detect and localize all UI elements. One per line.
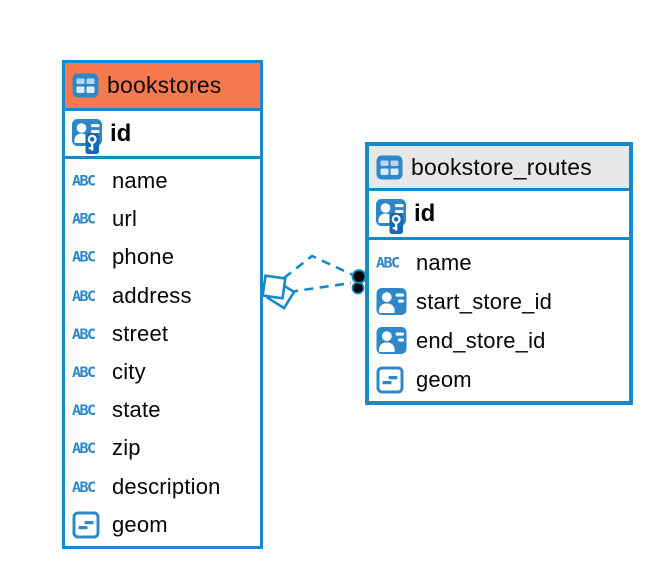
column-row[interactable]: ABC city: [65, 352, 260, 392]
primary-key-icon: [375, 198, 409, 236]
primary-key-icon: [71, 118, 105, 156]
diamond-marker-front: [261, 274, 287, 300]
foreign-key-icon: [376, 326, 411, 356]
column-label: id: [110, 119, 132, 147]
table-header-bookstores[interactable]: bookstores: [65, 63, 260, 111]
text-type-icon: ABC: [72, 325, 96, 343]
table-title: bookstores: [107, 72, 222, 98]
column-row[interactable]: ABC name: [65, 162, 260, 201]
text-type-icon: ABC: [72, 478, 96, 496]
column-row-pk[interactable]: id: [369, 191, 629, 240]
column-row-pk[interactable]: id: [65, 111, 260, 159]
text-type-icon: ABC: [72, 439, 96, 457]
column-row[interactable]: ABC url: [65, 200, 260, 239]
column-row[interactable]: ABC street: [65, 314, 260, 353]
text-type-icon: ABC: [376, 253, 400, 272]
column-label: url: [112, 206, 138, 232]
column-label: end_store_id: [416, 327, 546, 353]
column-label: street: [112, 320, 169, 346]
column-label: name: [416, 249, 472, 275]
entity-table-bookstore-routes[interactable]: bookstore_routes id ABC: [365, 142, 633, 405]
relationship-line-1[interactable]: [283, 254, 354, 280]
diamond-marker-back: [266, 280, 296, 310]
entity-table-bookstores[interactable]: bookstores id ABC: [62, 60, 263, 549]
column-label: state: [112, 397, 161, 423]
table-header-bookstore-routes[interactable]: bookstore_routes: [369, 146, 629, 191]
column-label: name: [112, 168, 168, 194]
column-row[interactable]: ABC description: [65, 467, 260, 506]
column-label: description: [112, 473, 221, 499]
column-row[interactable]: geom: [65, 505, 260, 544]
column-row[interactable]: ABC zip: [65, 429, 260, 468]
column-row[interactable]: end_store_id: [369, 321, 629, 360]
column-row[interactable]: ABC name: [369, 243, 629, 282]
table-icon: [72, 72, 99, 99]
foreign-key-icon: [376, 287, 411, 317]
column-row[interactable]: ABC address: [65, 276, 260, 315]
column-label: address: [112, 282, 192, 308]
column-label: start_store_id: [416, 288, 553, 314]
table-title: bookstore_routes: [411, 153, 592, 180]
dot-marker-lower: [351, 281, 365, 295]
text-type-icon: ABC: [72, 248, 96, 267]
text-type-icon: ABC: [72, 363, 96, 381]
column-label: geom: [112, 511, 168, 537]
column-row[interactable]: geom: [369, 360, 629, 399]
geometry-type-icon: [376, 365, 411, 395]
text-type-icon: ABC: [72, 210, 96, 228]
dot-marker-upper: [351, 269, 367, 284]
column-label: geom: [416, 366, 472, 392]
column-label: phone: [112, 244, 175, 270]
text-type-icon: ABC: [72, 401, 96, 419]
column-row[interactable]: ABC phone: [65, 238, 260, 277]
column-label: city: [112, 359, 146, 385]
column-label: id: [414, 200, 436, 227]
column-row[interactable]: start_store_id: [369, 282, 629, 321]
column-row[interactable]: ABC state: [65, 391, 260, 430]
column-label: zip: [112, 435, 141, 461]
table-icon: [376, 154, 403, 181]
text-type-icon: ABC: [72, 172, 96, 190]
relationship-line-2[interactable]: [288, 281, 352, 294]
geometry-type-icon: [72, 510, 107, 540]
text-type-icon: ABC: [72, 287, 96, 305]
